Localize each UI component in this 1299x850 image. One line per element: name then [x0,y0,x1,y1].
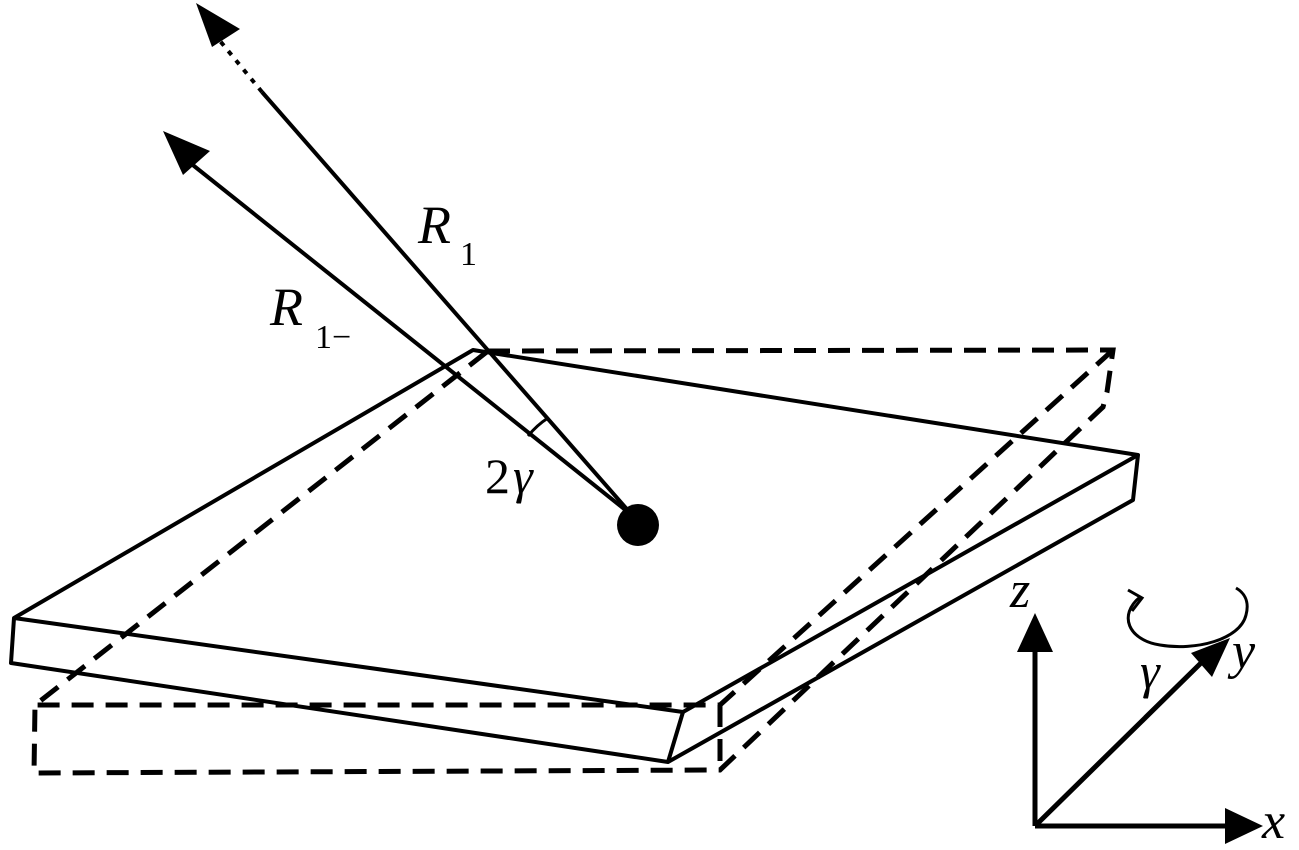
ray-r1-minus-arrowhead [163,131,210,175]
ray-r1-minus [163,131,630,514]
label-axis-x: x [1261,793,1285,850]
label-axis-z: z [1009,562,1030,619]
ray-r1 [196,3,634,517]
rotation-arrow-icon [1126,586,1249,649]
tilted-plate [9,348,1140,764]
label-angle-coef: 2 [485,448,510,504]
label-r1-minus-subscript: 1− [315,319,351,356]
angle-arc [526,416,549,437]
label-angle-symbol: γ [513,448,534,504]
label-rotation-gamma: γ [1140,643,1161,699]
label-axis-y: y [1227,623,1256,680]
axis-z-arrowhead [1017,613,1053,652]
label-r1-subscript: 1 [460,236,477,273]
axis-y-arrowhead [1191,638,1230,677]
reflection-point [617,504,659,546]
axis-y-line [1033,660,1204,828]
ray-r1-arrowhead [196,3,240,47]
axis-x-arrowhead [1225,808,1263,844]
original-plate-dashed [31,347,1116,776]
coordinate-axes [1017,613,1263,844]
label-r1-minus: R [269,277,303,337]
label-r1: R [417,195,451,255]
